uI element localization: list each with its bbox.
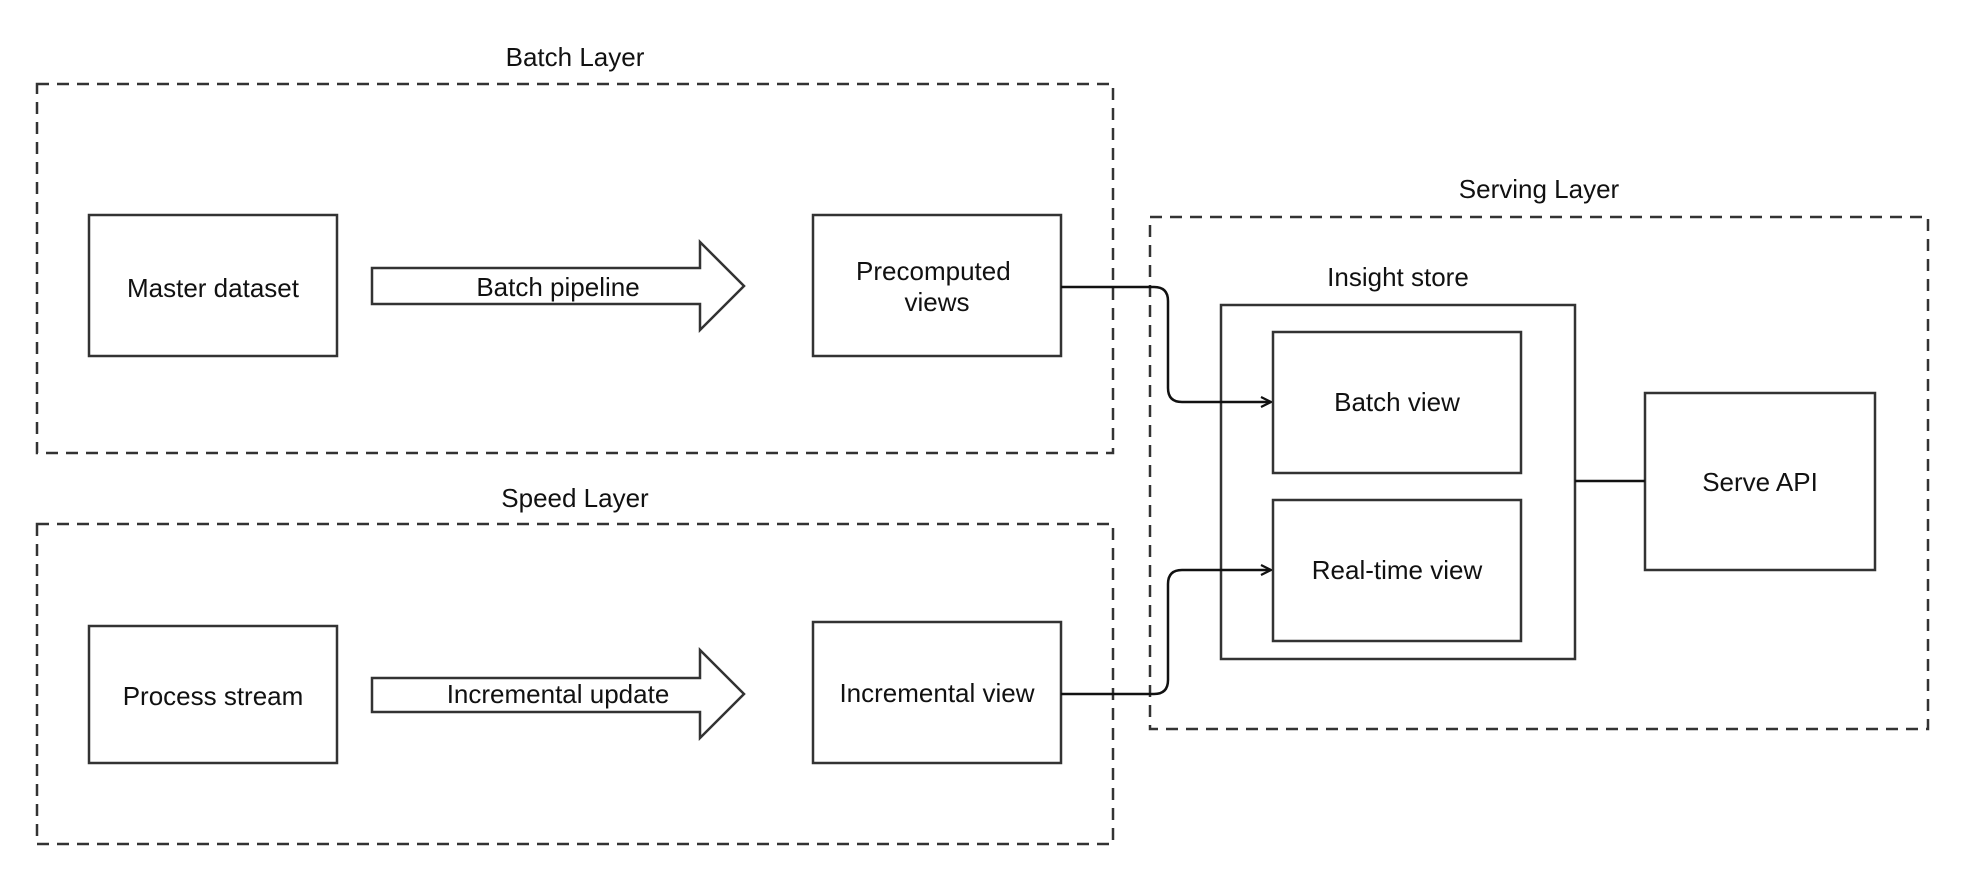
insight-store-title: Insight store	[1327, 262, 1469, 292]
speed-layer-title: Speed Layer	[501, 483, 649, 513]
realtime-view-box[interactable]	[1271, 498, 1523, 643]
batch-view-label: Batch view	[1334, 387, 1460, 417]
precomputed-views-line-2: views	[904, 287, 969, 317]
batch-pipeline-label: Batch pipeline	[476, 272, 639, 302]
realtime-view-label: Real-time view	[1312, 555, 1483, 585]
incremental-to-realtime-view-connector	[1061, 570, 1271, 696]
speed-layer-frame	[35, 522, 1115, 846]
batch-layer-title: Batch Layer	[506, 42, 645, 72]
precomputed-views-label: Precomputed views	[856, 256, 1018, 317]
process-stream-label: Process stream	[123, 681, 304, 711]
serve-api-box[interactable]	[1643, 391, 1877, 572]
master-dataset-label: Master dataset	[127, 273, 300, 303]
incremental-update-label: Incremental update	[447, 679, 670, 709]
precomputed-to-batch-view-connector	[1061, 285, 1271, 402]
batch-view-box[interactable]	[1271, 330, 1523, 475]
serve-api-label: Serve API	[1702, 467, 1818, 497]
precomputed-views-line-1: Precomputed	[856, 256, 1011, 286]
serving-layer: Serving Layer Insight store Batch view R…	[1148, 174, 1930, 731]
serving-layer-title: Serving Layer	[1459, 174, 1620, 204]
batch-pipeline-arrow	[370, 238, 746, 334]
incremental-view-label: Incremental view	[839, 678, 1034, 708]
process-stream-box[interactable]	[87, 624, 339, 765]
serving-layer-frame	[1148, 215, 1930, 731]
batch-layer: Batch Layer Master dataset Batch pipelin…	[35, 42, 1115, 455]
precomputed-views-box[interactable]	[811, 213, 1063, 358]
speed-layer: Speed Layer Process stream Incremental u…	[35, 483, 1115, 846]
incremental-update-arrow	[370, 646, 746, 742]
master-dataset-box[interactable]	[87, 213, 339, 358]
batch-layer-frame	[35, 82, 1115, 455]
incremental-view-box[interactable]	[811, 620, 1063, 765]
